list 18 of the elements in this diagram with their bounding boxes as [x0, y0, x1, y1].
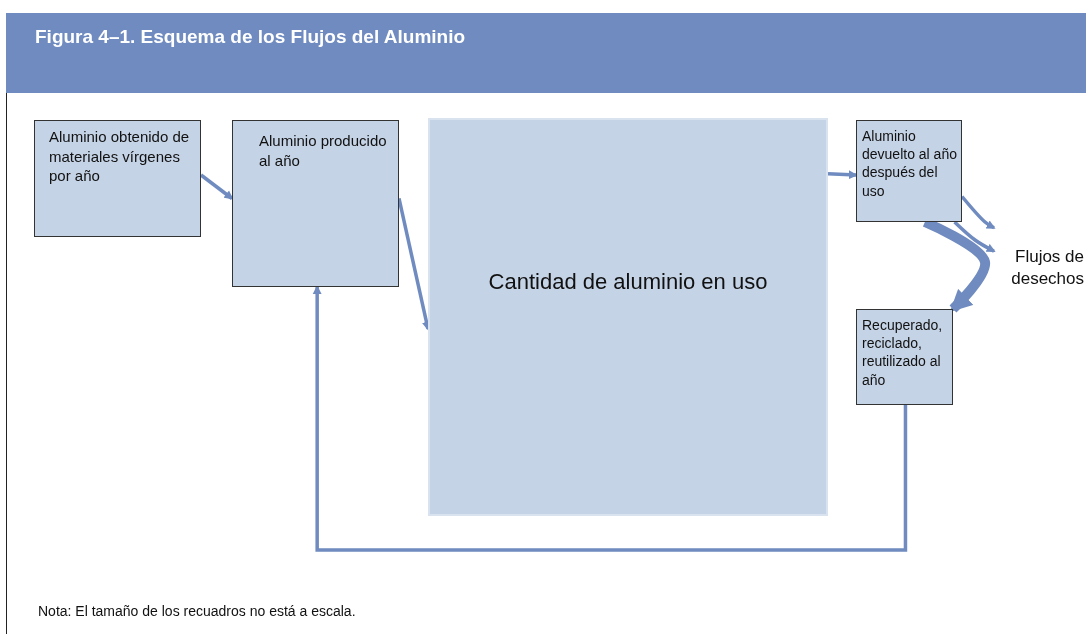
flow-arrow — [312, 285, 908, 552]
flow-arrow — [199, 173, 234, 200]
note-text: Nota: El tamaño de los recuadros no está a escala. — [38, 603, 356, 619]
box-text: Cantidad de aluminio en uso — [487, 268, 769, 296]
flow-label: Flujos de desechos — [1010, 246, 1084, 291]
flow-arrow — [827, 170, 858, 180]
stock-box — [428, 118, 828, 516]
box-text: Aluminio devuelto al año después del uso — [862, 127, 957, 200]
box-text: Recuperado, reciclado, reutilizado al año — [862, 316, 944, 389]
flow-box — [34, 120, 201, 237]
box-text: Aluminio obtenido de materiales vírgenes por año — [49, 127, 191, 186]
flow-arrow — [960, 195, 996, 230]
flow-box — [856, 120, 962, 222]
flow-arrow — [953, 220, 996, 253]
flow-box — [232, 120, 399, 287]
figure-title: Figura 4–1. Esquema de los Flujos del Aluminio — [35, 26, 466, 48]
box-text: Aluminio producido al año — [259, 131, 388, 170]
flow-box — [856, 309, 953, 405]
